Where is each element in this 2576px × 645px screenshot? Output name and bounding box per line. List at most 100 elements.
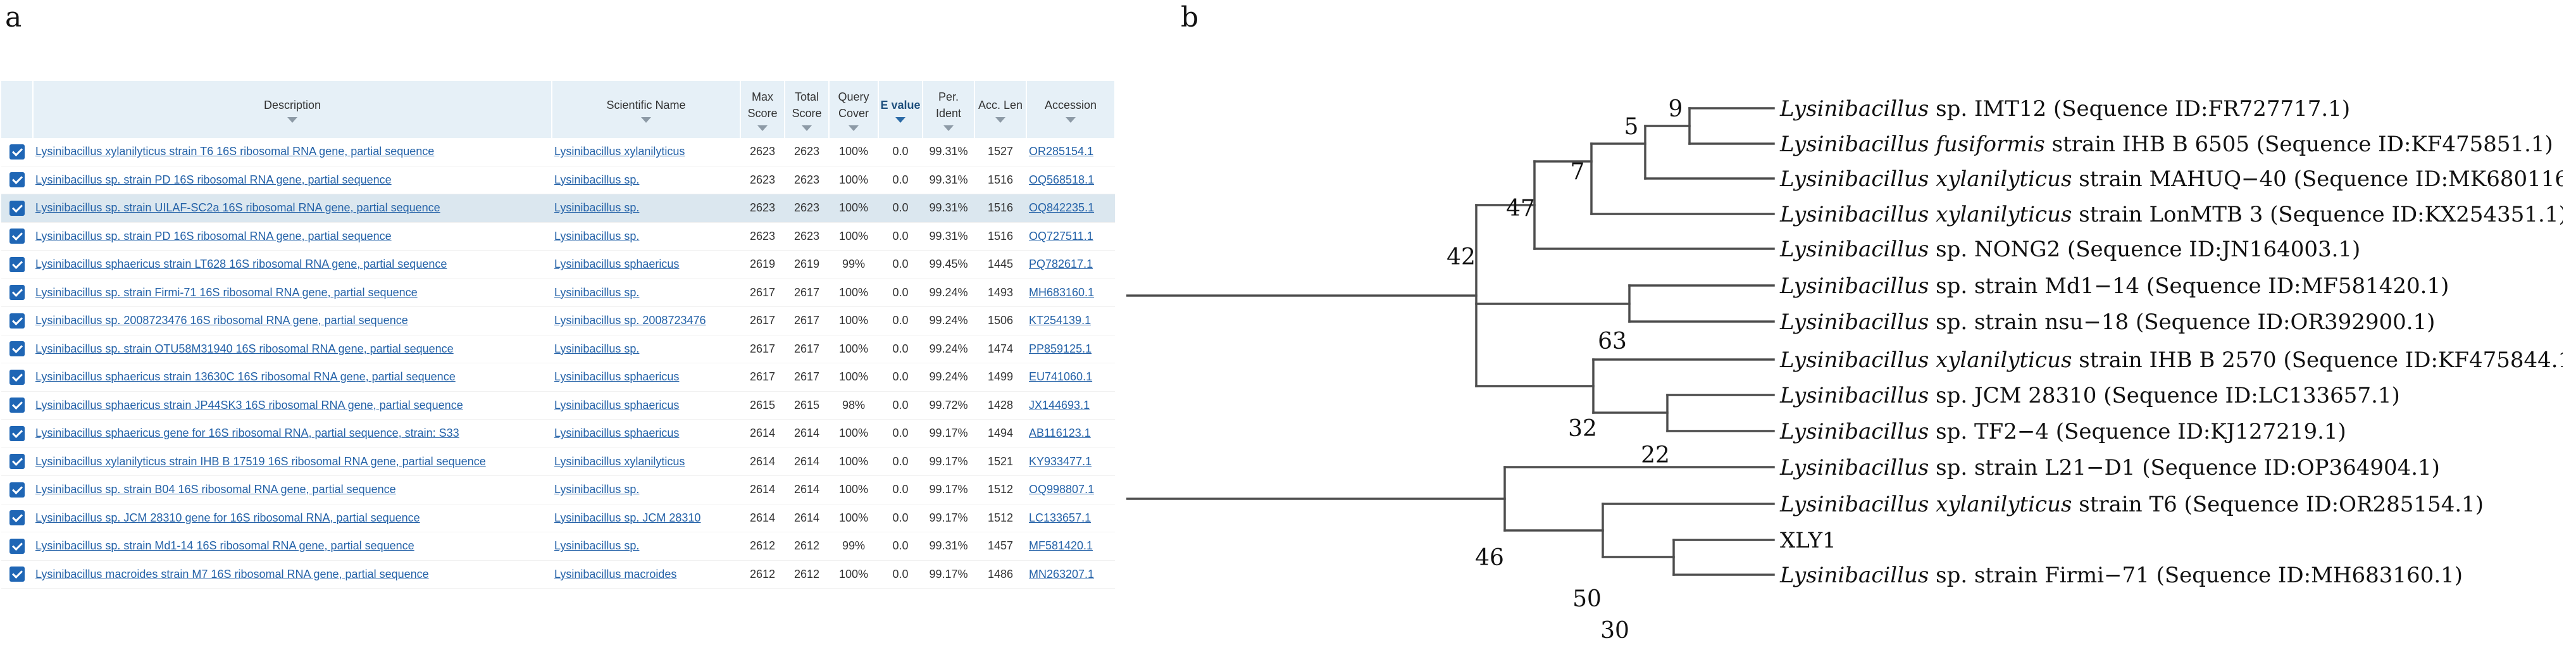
table-row[interactable]: Lysinibacillus macroides strain M7 16S r… <box>1 560 1115 589</box>
accession-link[interactable]: OR285154.1 <box>1029 145 1094 158</box>
accession-link[interactable]: OQ998807.1 <box>1029 483 1095 496</box>
row-checkbox[interactable] <box>9 482 25 498</box>
row-checkbox[interactable] <box>9 313 25 329</box>
description-cell[interactable]: Lysinibacillus sphaericus strain JP44SK3… <box>33 391 552 420</box>
table-row[interactable]: Lysinibacillus sphaericus gene for 16S r… <box>1 419 1115 448</box>
description-link[interactable]: Lysinibacillus sp. strain B04 16S riboso… <box>35 483 396 496</box>
description-link[interactable]: Lysinibacillus macroides strain M7 16S r… <box>35 567 429 580</box>
table-row[interactable]: Lysinibacillus sp. strain Firmi-71 16S r… <box>1 279 1115 307</box>
table-row[interactable]: Lysinibacillus sp. strain PD 16S ribosom… <box>1 222 1115 251</box>
accession-link[interactable]: KT254139.1 <box>1029 314 1092 327</box>
scientific-name-link[interactable]: Lysinibacillus sp. <box>554 285 640 299</box>
description-link[interactable]: Lysinibacillus xylanilyticus strain IHB … <box>35 454 486 468</box>
row-checkbox[interactable] <box>9 538 25 554</box>
accession-link[interactable]: PP859125.1 <box>1029 342 1092 355</box>
accession-cell[interactable]: OR285154.1 <box>1026 138 1115 166</box>
scientific-name-link[interactable]: Lysinibacillus macroides <box>554 567 677 580</box>
col-header-acc-len[interactable]: Acc. Len <box>974 81 1027 138</box>
table-row[interactable]: Lysinibacillus sp. 2008723476 16S riboso… <box>1 306 1115 335</box>
scientific-name-link[interactable]: Lysinibacillus sp. JCM 28310 <box>554 511 701 524</box>
table-row[interactable]: Lysinibacillus sp. JCM 28310 gene for 16… <box>1 504 1115 532</box>
description-link[interactable]: Lysinibacillus xylanilyticus strain T6 1… <box>35 145 435 158</box>
accession-link[interactable]: PQ782617.1 <box>1029 258 1093 271</box>
accession-cell[interactable]: KT254139.1 <box>1026 306 1115 335</box>
scientific-name-link[interactable]: Lysinibacillus sphaericus <box>554 370 680 384</box>
description-cell[interactable]: Lysinibacillus sp. strain UILAF-SC2a 16S… <box>33 194 552 223</box>
description-cell[interactable]: Lysinibacillus xylanilyticus strain T6 1… <box>33 138 552 166</box>
scientific-name-cell[interactable]: Lysinibacillus xylanilyticus <box>552 448 740 476</box>
description-cell[interactable]: Lysinibacillus sphaericus strain LT628 1… <box>33 250 552 279</box>
scientific-name-cell[interactable]: Lysinibacillus xylanilyticus <box>552 138 740 166</box>
scientific-name-cell[interactable]: Lysinibacillus sphaericus <box>552 419 740 448</box>
description-link[interactable]: Lysinibacillus sp. 2008723476 16S riboso… <box>35 314 408 327</box>
table-row[interactable]: Lysinibacillus xylanilyticus strain IHB … <box>1 448 1115 476</box>
scientific-name-link[interactable]: Lysinibacillus sp. 2008723476 <box>554 314 706 327</box>
scientific-name-link[interactable]: Lysinibacillus xylanilyticus <box>554 145 685 158</box>
table-row[interactable]: Lysinibacillus sp. strain B04 16S riboso… <box>1 475 1115 504</box>
row-checkbox[interactable] <box>9 285 25 301</box>
description-cell[interactable]: Lysinibacillus sp. JCM 28310 gene for 16… <box>33 504 552 532</box>
col-header-per-ident[interactable]: Per. Ident <box>923 81 975 138</box>
scientific-name-cell[interactable]: Lysinibacillus sp. <box>552 532 740 561</box>
description-link[interactable]: Lysinibacillus sp. JCM 28310 gene for 16… <box>35 511 420 524</box>
row-checkbox[interactable] <box>9 229 25 244</box>
description-cell[interactable]: Lysinibacillus sphaericus gene for 16S r… <box>33 419 552 448</box>
description-link[interactable]: Lysinibacillus sp. strain PD 16S ribosom… <box>35 173 392 186</box>
description-link[interactable]: Lysinibacillus sphaericus gene for 16S r… <box>35 427 459 440</box>
col-header-total-score[interactable]: Total Score <box>785 81 830 138</box>
row-checkbox[interactable] <box>9 510 25 526</box>
accession-cell[interactable]: MN263207.1 <box>1026 560 1115 589</box>
description-cell[interactable]: Lysinibacillus macroides strain M7 16S r… <box>33 560 552 589</box>
row-checkbox[interactable] <box>9 200 25 216</box>
description-cell[interactable]: Lysinibacillus sphaericus strain 13630C … <box>33 363 552 392</box>
accession-link[interactable]: OQ842235.1 <box>1029 201 1095 215</box>
scientific-name-cell[interactable]: Lysinibacillus sp. <box>552 335 740 363</box>
scientific-name-cell[interactable]: Lysinibacillus sp. <box>552 279 740 307</box>
description-cell[interactable]: Lysinibacillus sp. strain B04 16S riboso… <box>33 475 552 504</box>
accession-link[interactable]: LC133657.1 <box>1029 511 1092 524</box>
scientific-name-cell[interactable]: Lysinibacillus sp. <box>552 166 740 194</box>
row-checkbox[interactable] <box>9 454 25 470</box>
description-link[interactable]: Lysinibacillus sp. strain Md1-14 16S rib… <box>35 539 414 553</box>
description-link[interactable]: Lysinibacillus sphaericus strain 13630C … <box>35 370 456 384</box>
description-cell[interactable]: Lysinibacillus sp. strain PD 16S ribosom… <box>33 222 552 251</box>
description-cell[interactable]: Lysinibacillus sp. strain Firmi-71 16S r… <box>33 279 552 307</box>
accession-link[interactable]: OQ568518.1 <box>1029 173 1095 186</box>
scientific-name-cell[interactable]: Lysinibacillus sphaericus <box>552 363 740 392</box>
accession-cell[interactable]: OQ842235.1 <box>1026 194 1115 223</box>
accession-cell[interactable]: MF581420.1 <box>1026 532 1115 561</box>
description-link[interactable]: Lysinibacillus sphaericus strain LT628 1… <box>35 258 447 271</box>
col-header-accession[interactable]: Accession <box>1026 81 1116 138</box>
row-checkbox[interactable] <box>9 369 25 385</box>
table-row[interactable]: Lysinibacillus sphaericus strain JP44SK3… <box>1 391 1115 420</box>
scientific-name-cell[interactable]: Lysinibacillus sphaericus <box>552 250 740 279</box>
scientific-name-link[interactable]: Lysinibacillus sp. <box>554 173 640 186</box>
description-cell[interactable]: Lysinibacillus sp. 2008723476 16S riboso… <box>33 306 552 335</box>
row-checkbox[interactable] <box>9 172 25 188</box>
accession-cell[interactable]: EU741060.1 <box>1026 363 1115 392</box>
scientific-name-link[interactable]: Lysinibacillus sphaericus <box>554 427 680 440</box>
accession-link[interactable]: JX144693.1 <box>1029 398 1090 411</box>
scientific-name-link[interactable]: Lysinibacillus sp. <box>554 342 640 355</box>
description-link[interactable]: Lysinibacillus sp. strain PD 16S ribosom… <box>35 229 392 242</box>
scientific-name-link[interactable]: Lysinibacillus xylanilyticus <box>554 454 685 468</box>
row-checkbox[interactable] <box>9 341 25 357</box>
table-row[interactable]: Lysinibacillus sp. strain UILAF-SC2a 16S… <box>1 194 1115 223</box>
accession-link[interactable]: MF581420.1 <box>1029 539 1093 553</box>
scientific-name-link[interactable]: Lysinibacillus sp. <box>554 539 640 553</box>
col-header-query-cover[interactable]: Query Cover <box>829 81 879 138</box>
scientific-name-link[interactable]: Lysinibacillus sp. <box>554 229 640 242</box>
select-all-header[interactable] <box>1 81 34 138</box>
description-link[interactable]: Lysinibacillus sp. strain UILAF-SC2a 16S… <box>35 201 440 215</box>
scientific-name-cell[interactable]: Lysinibacillus sp. JCM 28310 <box>552 504 740 532</box>
col-header-max-score[interactable]: Max Score <box>740 81 785 138</box>
accession-link[interactable]: EU741060.1 <box>1029 370 1093 384</box>
row-checkbox[interactable] <box>9 256 25 272</box>
scientific-name-cell[interactable]: Lysinibacillus macroides <box>552 560 740 589</box>
description-link[interactable]: Lysinibacillus sp. strain Firmi-71 16S r… <box>35 285 418 299</box>
row-checkbox[interactable] <box>9 425 25 441</box>
description-cell[interactable]: Lysinibacillus sp. strain PD 16S ribosom… <box>33 166 552 194</box>
table-row[interactable]: Lysinibacillus sp. strain OTU58M31940 16… <box>1 335 1115 363</box>
col-header-scientific-name[interactable]: Scientific Name <box>552 81 741 138</box>
accession-link[interactable]: KY933477.1 <box>1029 454 1092 468</box>
